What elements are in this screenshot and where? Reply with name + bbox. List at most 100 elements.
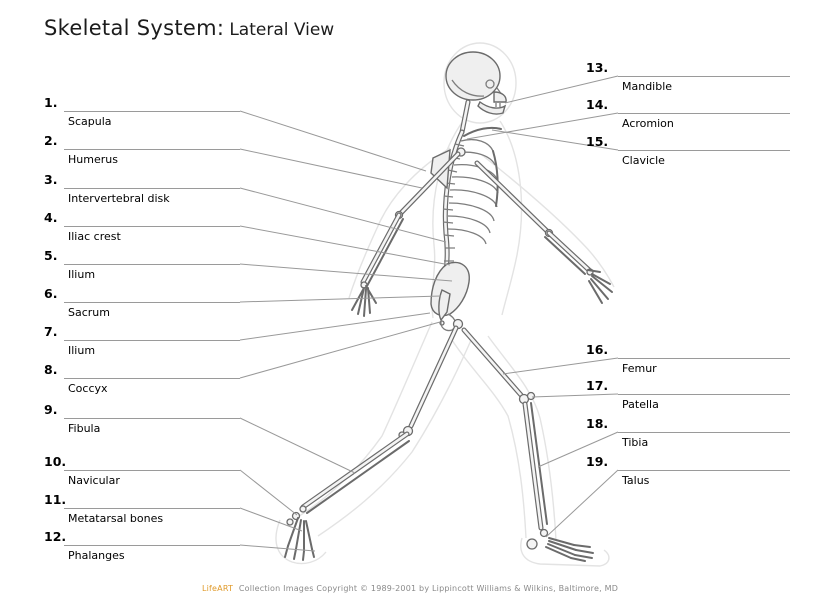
page-title: Skeletal System: Lateral View [44, 16, 334, 40]
label-rule [64, 508, 240, 509]
label-rule [64, 264, 240, 265]
label-rule [64, 111, 240, 112]
label-name: Ilium [68, 268, 96, 281]
leader-iliac-crest [239, 225, 451, 266]
label-ilium-5: 5. Ilium [44, 249, 240, 281]
pelvis [430, 261, 470, 332]
hand-far [587, 269, 613, 304]
label-metatarsal-bones: 11. Metatarsal bones [44, 493, 240, 525]
talus-bone [539, 528, 549, 538]
leader-clavicle [491, 129, 619, 151]
leader-metatarsal-bones [239, 507, 303, 532]
label-coccyx: 8. Coccyx [44, 363, 240, 395]
label-number: 3. [44, 172, 58, 187]
phalanges-forward [284, 545, 315, 561]
label-number: 12. [44, 529, 67, 544]
sacrum-bone [438, 289, 451, 322]
label-name: Metatarsal bones [68, 512, 164, 525]
label-talus: 19. Talus [586, 455, 790, 487]
label-rule [618, 113, 790, 114]
sternum [492, 150, 499, 207]
leader-acromion [466, 112, 619, 140]
ribcage [447, 138, 499, 245]
label-name: Acromion [622, 117, 674, 130]
title-main: Skeletal System: [44, 16, 225, 40]
arm-far [474, 160, 613, 304]
leader-coccyx [239, 321, 441, 379]
label-name: Coccyx [68, 382, 108, 395]
body-outline [275, 42, 615, 567]
label-rule [64, 340, 240, 341]
label-name: Humerus [68, 153, 118, 166]
maxilla [493, 91, 507, 103]
label-rule [64, 302, 240, 303]
title-sub: Lateral View [229, 20, 335, 40]
label-number: 5. [44, 248, 58, 263]
leader-fibula [239, 417, 356, 474]
arm-near [351, 151, 461, 317]
leader-phalanges [239, 544, 316, 552]
label-mandible: 13. Mandible [586, 61, 790, 93]
label-rule [64, 545, 240, 546]
label-rule [618, 432, 790, 433]
copyright-footer: LifeART Collection Images Copyright © 19… [0, 584, 820, 593]
label-number: 18. [586, 416, 609, 431]
label-number: 15. [586, 134, 609, 149]
label-number: 2. [44, 133, 58, 148]
label-scapula: 1. Scapula [44, 96, 240, 128]
metatarsals-forward [287, 517, 313, 552]
label-femur: 16. Femur [586, 343, 790, 375]
leader-sacrum [239, 295, 442, 303]
leader-ilium-5 [239, 263, 453, 282]
label-rule [64, 378, 240, 379]
leader-lines [239, 75, 619, 552]
fibula-bone [306, 440, 410, 514]
label-number: 14. [586, 97, 609, 112]
label-iliac-crest: 4. Iliac crest [44, 211, 240, 243]
label-name: Ilium [68, 344, 96, 357]
patella-bone [526, 391, 536, 401]
copyright-text: Collection Images Copyright © 1989-2001 … [238, 584, 619, 593]
lifeart-brand: LifeART [201, 584, 234, 593]
leader-patella [531, 393, 619, 398]
label-name: Sacrum [68, 306, 110, 319]
label-name: Patella [622, 398, 659, 411]
label-patella: 17. Patella [586, 379, 790, 411]
label-acromion: 14. Acromion [586, 98, 790, 130]
label-fibula: 9. Fibula [44, 403, 240, 435]
hand-near [351, 285, 377, 317]
leader-intervertebral-disk [239, 187, 447, 243]
label-number: 4. [44, 210, 58, 225]
leg-forward [284, 325, 459, 561]
leader-ilium-7 [239, 312, 431, 341]
label-rule [64, 418, 240, 419]
label-number: 8. [44, 362, 58, 377]
mandible-bone [477, 100, 507, 115]
label-sacrum: 6. Sacrum [44, 287, 240, 319]
leader-tibia [537, 431, 619, 468]
label-name: Talus [622, 474, 650, 487]
label-name: Fibula [68, 422, 101, 435]
label-number: 6. [44, 286, 58, 301]
label-rule [618, 470, 790, 471]
label-rule [618, 394, 790, 395]
label-rule [618, 76, 790, 77]
label-number: 19. [586, 454, 609, 469]
label-navicular: 10. Navicular [44, 455, 240, 487]
label-humerus: 2. Humerus [44, 134, 240, 166]
label-number: 9. [44, 402, 58, 417]
calcaneus-bone [526, 538, 538, 550]
fibula-trailing [530, 402, 548, 525]
metatarsals-trailing [545, 537, 577, 559]
phalanges-trailing [570, 544, 594, 562]
label-clavicle: 15. Clavicle [586, 135, 790, 167]
label-rule [64, 188, 240, 189]
label-name: Clavicle [622, 154, 665, 167]
label-ilium-7: 7. Ilium [44, 325, 240, 357]
label-number: 11. [44, 492, 67, 507]
spine [442, 99, 471, 275]
clavicle-bone [463, 126, 502, 137]
label-name: Femur [622, 362, 657, 375]
